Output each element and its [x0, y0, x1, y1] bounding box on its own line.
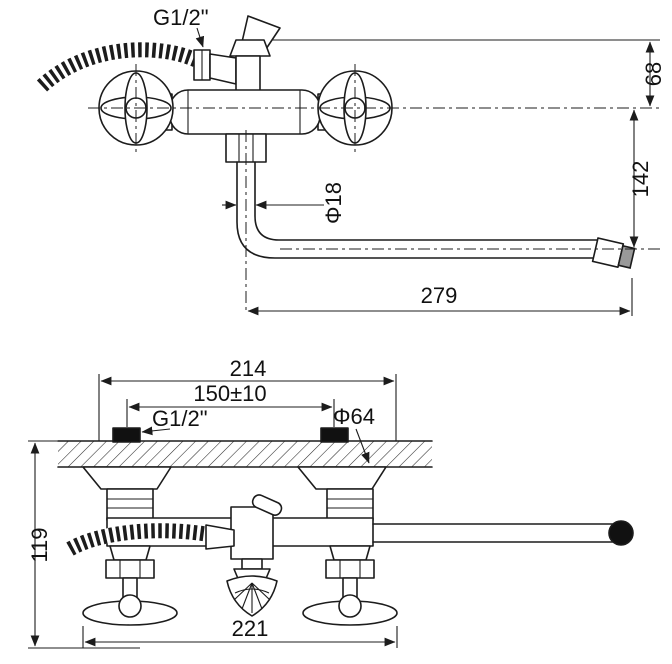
front-thread-label: G1/2" — [152, 406, 208, 431]
shell-ornament — [226, 575, 278, 617]
dim-142: 142 — [628, 161, 653, 198]
spout-pipe — [372, 520, 634, 546]
dim-68: 68 — [641, 62, 666, 86]
faucet-body — [169, 89, 321, 135]
bonnet-left — [105, 559, 155, 579]
front-shower-hose — [66, 523, 208, 556]
flange-left — [82, 466, 172, 490]
diverter-stem — [235, 55, 261, 93]
mounting-block-left — [112, 427, 141, 443]
dim-phi64: Φ64 — [333, 404, 375, 429]
shower-cradle — [229, 39, 271, 57]
shower-hose — [36, 42, 199, 92]
front-hose-cone — [205, 524, 235, 550]
spout-outlet — [591, 237, 636, 269]
dim-279: 279 — [421, 283, 458, 308]
front-handle-left — [82, 594, 178, 626]
wall-section — [57, 440, 433, 468]
phi64-leader — [355, 428, 370, 464]
shell-neck — [241, 558, 263, 570]
front-handle-right — [302, 594, 398, 626]
front-thread-leader — [141, 426, 171, 436]
diverter-body — [230, 506, 274, 560]
front-view: 214 150±10 G1/2" Φ64 119 221 — [27, 356, 634, 649]
dim-214: 214 — [230, 356, 267, 381]
hose-cone — [209, 53, 237, 85]
top-thread-leader — [195, 27, 205, 48]
spout-end-cap — [608, 520, 634, 546]
valve-barrel-left — [106, 488, 154, 521]
top-thread-label: G1/2" — [153, 5, 209, 30]
valve-taper-left — [109, 545, 151, 561]
dim-phi18: Φ18 — [321, 182, 346, 224]
top-view: G1/2" 68 142 Φ18 279 — [36, 5, 666, 316]
dim-150: 150±10 — [193, 381, 266, 406]
mounting-block-right — [320, 427, 349, 443]
dim-221: 221 — [232, 616, 269, 641]
dim-119: 119 — [27, 527, 52, 562]
valve-barrel-right — [326, 488, 374, 521]
spout — [236, 161, 599, 259]
bonnet-right — [325, 559, 375, 579]
valve-taper-right — [329, 545, 371, 561]
diverter-knob — [251, 494, 283, 516]
flange-right — [297, 466, 387, 490]
